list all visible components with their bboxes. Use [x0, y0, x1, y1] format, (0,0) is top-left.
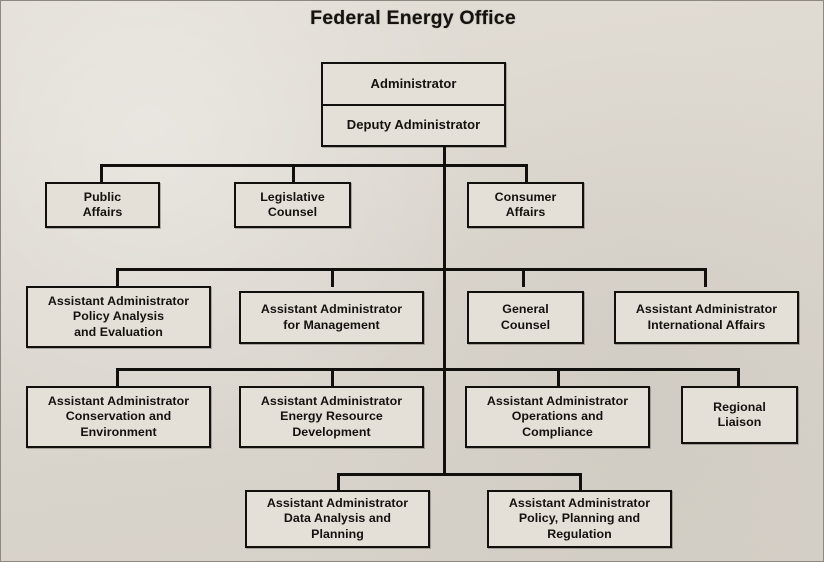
node-line: International Affairs [647, 317, 766, 332]
connector-stem-operations-compliance [557, 368, 560, 387]
node-line: Assistant Administrator [47, 294, 190, 309]
node-public-affairs[interactable]: Public Affairs [45, 182, 160, 228]
connector-stem-policy-analysis [116, 268, 119, 287]
node-line: Counsel [500, 317, 551, 332]
node-line: Planning [311, 526, 364, 541]
connector-stem-general-counsel [522, 268, 525, 287]
node-energy-resource-development[interactable]: Assistant Administrator Energy Resource … [239, 386, 424, 448]
node-line: Regional [713, 399, 766, 414]
node-line: Environment [80, 424, 157, 439]
node-legislative-counsel[interactable]: Legislative Counsel [234, 182, 351, 228]
node-line: Operations and [511, 409, 604, 424]
node-consumer-affairs[interactable]: Consumer Affairs [467, 182, 584, 228]
node-line: Policy, Planning and [518, 511, 641, 526]
node-line: General [502, 302, 549, 317]
deputy-administrator-label: Deputy Administrator [323, 103, 504, 146]
node-line: Assistant Administrator [47, 394, 190, 409]
node-administrator-box[interactable]: Administrator Deputy Administrator [321, 62, 506, 147]
connector-stem-legislative-counsel [292, 164, 295, 183]
node-policy-planning-and-regulation[interactable]: Assistant Administrator Policy, Planning… [487, 490, 672, 548]
node-operations-and-compliance[interactable]: Assistant Administrator Operations and C… [465, 386, 650, 448]
node-line: Consumer [494, 189, 557, 204]
node-general-counsel[interactable]: General Counsel [467, 291, 584, 344]
node-line: Affairs [505, 205, 546, 219]
node-line: Assistant Administrator [635, 302, 778, 317]
node-data-analysis-and-planning[interactable]: Assistant Administrator Data Analysis an… [245, 490, 430, 548]
connector-bus-level4 [337, 473, 582, 476]
node-line: Counsel [267, 205, 318, 219]
node-line: Affairs [82, 205, 123, 219]
node-line: Assistant Administrator [260, 302, 403, 317]
connector-stem-policy-planning [579, 473, 582, 491]
node-regional-liaison[interactable]: Regional Liaison [681, 386, 798, 444]
connector-main-trunk [443, 147, 446, 476]
node-line: Regulation [547, 526, 612, 541]
node-line: Development [292, 424, 371, 439]
node-line: Conservation and [65, 409, 172, 424]
connector-stem-management [331, 268, 334, 287]
node-line: Assistant Administrator [266, 496, 409, 511]
connector-bus-level2 [116, 268, 707, 271]
connector-stem-conservation [116, 368, 119, 387]
node-line: Legislative [260, 189, 325, 204]
node-line: Energy Resource [280, 409, 383, 424]
node-line: Policy Analysis [72, 309, 165, 324]
node-line: Assistant Administrator [508, 496, 651, 511]
node-line: for Management [283, 317, 380, 332]
node-line: Liaison [717, 415, 762, 429]
connector-stem-energy-resource [331, 368, 334, 387]
administrator-label: Administrator [370, 75, 457, 91]
connector-stem-international-affairs [704, 268, 707, 287]
node-international-affairs[interactable]: Assistant Administrator International Af… [614, 291, 799, 344]
node-management[interactable]: Assistant Administrator for Management [239, 291, 424, 344]
node-line: and Evaluation [74, 324, 163, 339]
node-line: Assistant Administrator [486, 394, 629, 409]
node-line: Assistant Administrator [260, 394, 403, 409]
page-title: Federal Energy Office [310, 7, 516, 29]
connector-stem-public-affairs [100, 164, 103, 183]
node-line: Public [83, 189, 122, 204]
connector-bus-level3 [116, 368, 740, 371]
node-policy-analysis-and-evaluation[interactable]: Assistant Administrator Policy Analysis … [26, 286, 211, 348]
connector-bus-level1 [100, 164, 528, 167]
connector-stem-regional-liaison [737, 368, 740, 387]
connector-stem-data-analysis [337, 473, 340, 491]
node-conservation-and-environment[interactable]: Assistant Administrator Conservation and… [26, 386, 211, 448]
connector-stem-consumer-affairs [525, 164, 528, 183]
node-line: Data Analysis and [283, 511, 392, 526]
node-line: Compliance [522, 424, 593, 439]
